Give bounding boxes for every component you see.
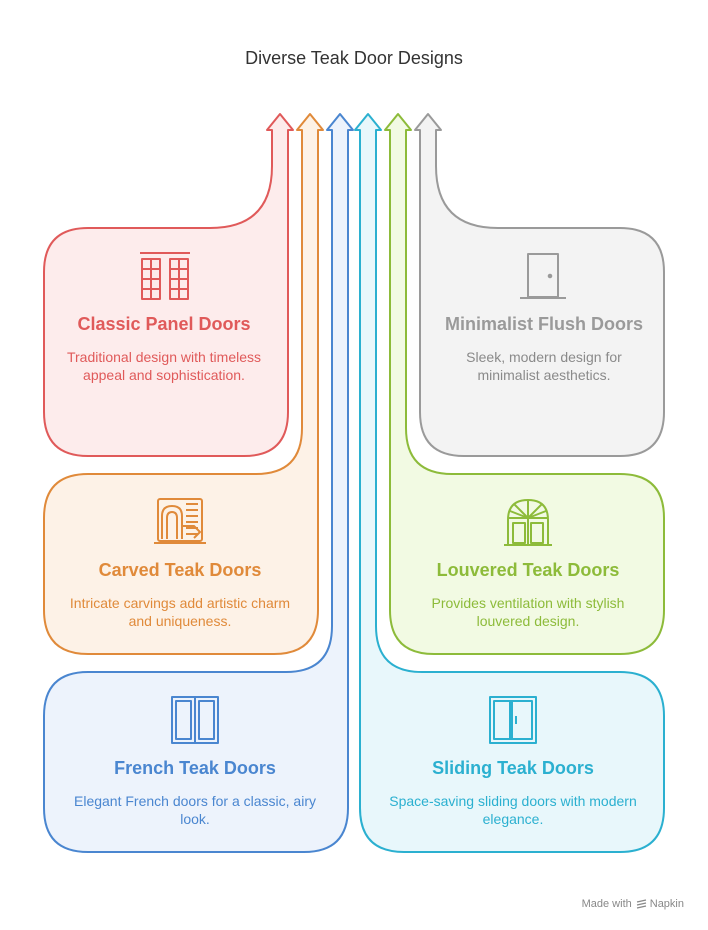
minimalist-title: Minimalist Flush Doors <box>444 314 644 334</box>
arched-louvered-door-icon <box>504 499 552 546</box>
footer-made-with: Made with <box>581 898 632 910</box>
diagram-title: Diverse Teak Door Designs <box>245 48 463 68</box>
carved-door-icon <box>154 498 206 544</box>
classic-card-shape <box>43 113 294 457</box>
french-title: French Teak Doors <box>114 758 276 778</box>
sliding-door-icon <box>489 696 537 744</box>
louvered-title: Louvered Teak Doors <box>436 560 620 580</box>
carved-title: Carved Teak Doors <box>98 560 262 580</box>
minimalist-card-shape <box>414 113 665 457</box>
sliding-title: Sliding Teak Doors <box>432 758 594 778</box>
napkin-logo-icon <box>636 898 646 909</box>
classic-card <box>43 113 294 457</box>
french-text: French Teak Doors Elegant French doors f… <box>60 756 330 828</box>
carved-text: Carved Teak Doors Intricate carvings add… <box>60 558 300 630</box>
classic-title: Classic Panel Doors <box>77 314 251 334</box>
flush-door-icon <box>520 253 566 299</box>
louvered-card <box>384 113 665 655</box>
sliding-text: Sliding Teak Doors Space-saving sliding … <box>378 756 648 828</box>
louvered-description: Provides ventilation with stylish louver… <box>431 595 625 629</box>
minimalist-description: Sleek, modern design for minimalist aest… <box>466 349 622 383</box>
sliding-description: Space-saving sliding doors with modern e… <box>389 793 637 827</box>
footer-credit: Made with Napkin <box>582 898 684 910</box>
minimalist-card <box>414 113 665 457</box>
carved-card <box>43 113 324 655</box>
classic-description: Traditional design with timeless appeal … <box>66 349 261 383</box>
classic-text: Classic Panel Doors Traditional design w… <box>64 312 264 384</box>
carved-description: Intricate carvings add artistic charm an… <box>69 595 291 629</box>
footer-brand-label: Napkin <box>649 898 684 910</box>
french-description: Elegant French doors for a classic, airy… <box>74 793 316 827</box>
louvered-card-shape <box>384 113 665 655</box>
carved-card-shape <box>43 113 324 655</box>
louvered-text: Louvered Teak Doors Provides ventilation… <box>410 558 646 630</box>
footer-brand[interactable]: Napkin <box>636 898 684 910</box>
french-door-icon <box>171 696 219 744</box>
double-panel-door-icon <box>140 252 190 300</box>
minimalist-text: Minimalist Flush Doors Sleek, modern des… <box>444 312 644 384</box>
